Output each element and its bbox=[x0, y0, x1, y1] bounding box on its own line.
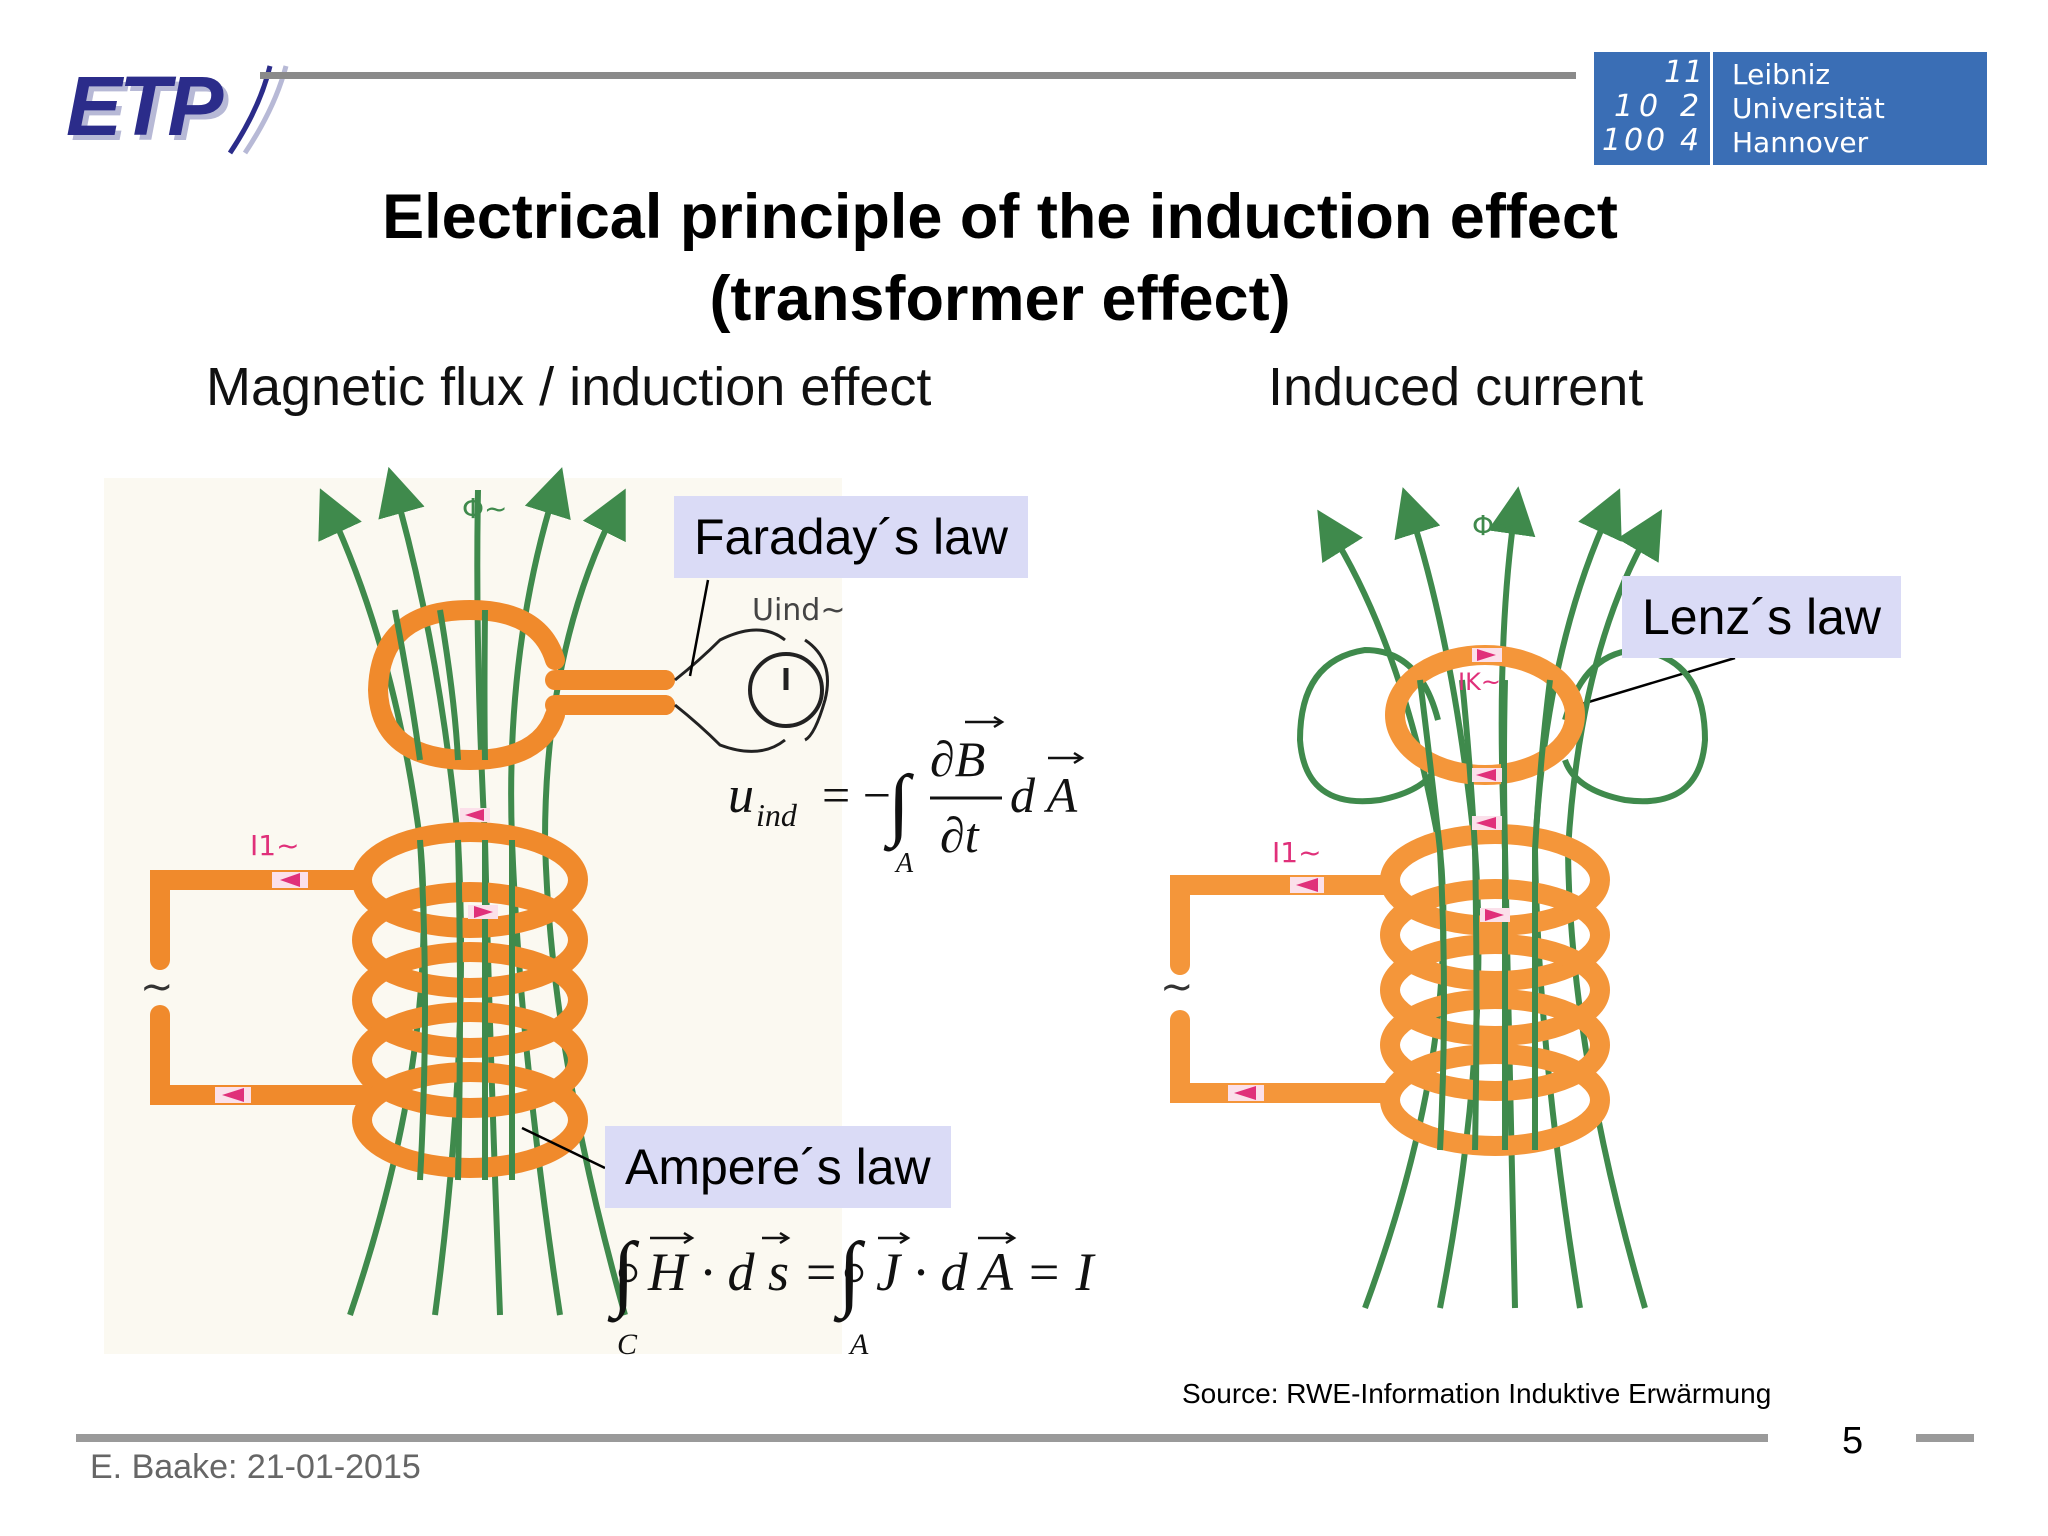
author-date: E. Baake: 21-01-2015 bbox=[90, 1448, 421, 1486]
ampere-formula: ∫ C H · d s = ∫ A J · d A = I bbox=[607, 1226, 1096, 1361]
svg-text:∫: ∫ bbox=[833, 1226, 866, 1323]
faraday-leader-line bbox=[688, 579, 710, 677]
left-subheading: Magnetic flux / induction effect bbox=[206, 357, 932, 417]
svg-text:u: u bbox=[728, 767, 754, 824]
svg-text:ind: ind bbox=[756, 797, 798, 833]
lenz-leader-line bbox=[1581, 656, 1736, 706]
left-current-arrows bbox=[215, 808, 498, 1103]
right-current-arrows bbox=[1228, 648, 1510, 1101]
page-number: 5 bbox=[1842, 1420, 1864, 1462]
header-rule bbox=[260, 72, 1576, 79]
source-note: Source: RWE-Information Induktive Erwärm… bbox=[1182, 1378, 1772, 1409]
university-mark: 1 1 1 0 2 1 0 0 4 bbox=[1594, 52, 1713, 165]
left-secondary-loop bbox=[367, 599, 675, 771]
u-ind-label: Uind~ bbox=[752, 593, 846, 628]
faraday-law-callout: Faraday´s law bbox=[674, 496, 1028, 578]
right-subheading: Induced current bbox=[1268, 357, 1644, 417]
svg-text:∫: ∫ bbox=[607, 1226, 640, 1323]
right-i1-label: I1~ bbox=[1272, 836, 1322, 869]
footer-rule bbox=[76, 1434, 1768, 1442]
svg-text:J · d A = I: J · d A = I bbox=[876, 1242, 1096, 1302]
university-name: Leibniz Universität Hannover bbox=[1732, 58, 1885, 159]
right-ac-source-label: ~ bbox=[1160, 964, 1194, 1010]
ik-label: IK~ bbox=[1458, 668, 1501, 696]
ampere-law-callout: Ampere´s law bbox=[605, 1126, 951, 1208]
left-i1-label: I1~ bbox=[250, 829, 300, 862]
faraday-formula: u ind = − ∫ A ∂B ∂t d A bbox=[728, 715, 1085, 879]
slide-title: Electrical principle of the induction ef… bbox=[382, 182, 1618, 334]
svg-text:C: C bbox=[617, 1328, 638, 1361]
footer-rule-right bbox=[1916, 1434, 1974, 1442]
left-phi-label: Φ~ bbox=[462, 492, 508, 525]
svg-text:= −: = − bbox=[822, 767, 891, 823]
voltmeter-icon bbox=[674, 628, 829, 753]
lenz-law-callout: Lenz´s law bbox=[1622, 576, 1901, 658]
university-logo: 1 1 1 0 2 1 0 0 4 Leibniz Universität Ha… bbox=[1594, 52, 1987, 165]
svg-text:∫: ∫ bbox=[883, 760, 915, 852]
right-phi-label: Φ~ bbox=[1472, 509, 1518, 542]
svg-text:∂B: ∂B bbox=[930, 731, 985, 787]
svg-text:A: A bbox=[848, 1328, 869, 1361]
svg-text:d A: d A bbox=[1010, 767, 1078, 823]
svg-text:H · d s =: H · d s = bbox=[647, 1242, 839, 1302]
svg-text:A: A bbox=[894, 848, 914, 879]
ampere-leader-line bbox=[521, 1126, 606, 1170]
left-ac-source-label: ~ bbox=[140, 964, 174, 1010]
etp-logo: ETP bbox=[66, 59, 223, 153]
svg-text:∂t: ∂t bbox=[940, 807, 980, 863]
